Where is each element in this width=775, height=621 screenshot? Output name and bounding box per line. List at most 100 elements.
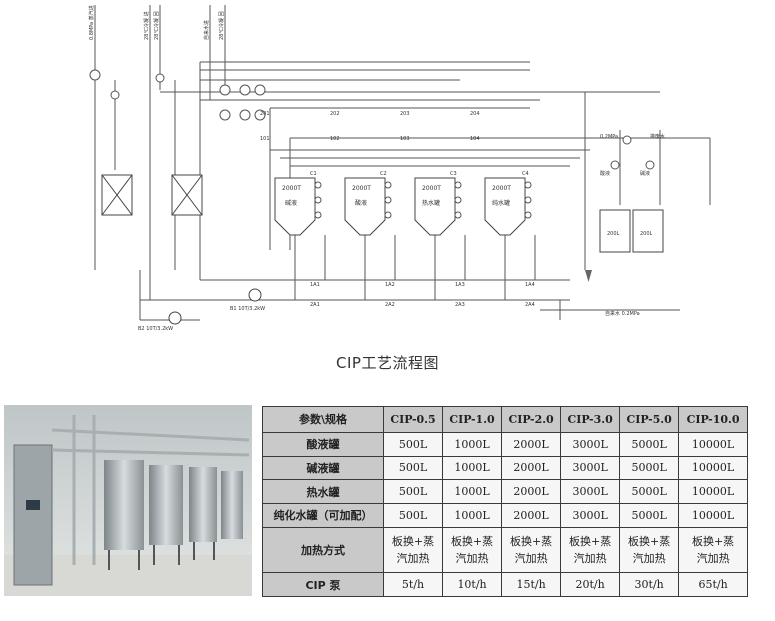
pump-b2-label: B2 10T/3.2kW [138, 326, 173, 332]
column-header: CIP-0.5 [382, 406, 444, 433]
table-cell: 板换+蒸 汽加热 [382, 526, 444, 574]
table-cell: 15t/h [501, 572, 562, 597]
table-cell: 5000L [619, 455, 680, 481]
tank-3-volume: 2000T [422, 185, 441, 192]
dosing-tank-b-volume: 200L [640, 231, 653, 237]
table-cell: 10t/h [442, 572, 503, 597]
row-header: 酸液罐 [262, 431, 384, 457]
table-cell: 500L [382, 479, 444, 505]
row-header: 热水罐 [262, 479, 384, 505]
tag-c4: C4 [522, 171, 529, 177]
tag-2a3: 2A3 [455, 302, 465, 308]
tag-1a3: 1A3 [455, 282, 465, 288]
table-row: 热水罐 500L 1000L 2000L 3000L 5000L 10000L [262, 479, 748, 505]
tag-1a4: 1A4 [525, 282, 535, 288]
tag-202: 202 [330, 111, 340, 117]
table-header-row: 参数\规格 CIP-0.5 CIP-1.0 CIP-2.0 CIP-3.0 CI… [262, 406, 748, 433]
table-cell: 30t/h [619, 572, 680, 597]
tank-1: 2000T 碱液 [274, 177, 316, 236]
inlet-label-3: 28℃冷凝 回 [153, 11, 160, 40]
tag-201: 201 [260, 111, 270, 117]
column-header: CIP-1.0 [442, 406, 503, 433]
tank-1-volume: 2000T [282, 185, 301, 192]
inlet-label-2: 28℃冷凝 进 [143, 11, 150, 40]
diagram-caption: CIP工艺流程图 [336, 354, 439, 372]
inlet-label-5: 28℃冷凝 回 [218, 11, 225, 40]
table-cell: 500L [382, 431, 444, 457]
table-cell: 3000L [560, 431, 621, 457]
table-cell: 板换+蒸 汽加热 [442, 526, 503, 574]
table-cell: 2000L [501, 503, 562, 528]
pump-b1: B1 10T/3.2kW [230, 288, 265, 312]
tank-4-name: 纯水罐 [492, 199, 510, 207]
tag-104: 104 [470, 136, 480, 142]
column-header: CIP-3.0 [560, 406, 621, 433]
tag-c1: C1 [310, 171, 317, 177]
table-cell: 500L [382, 455, 444, 481]
table-row: 酸液罐 500L 1000L 2000L 3000L 5000L 10000L [262, 431, 748, 457]
table-cell: 1000L [442, 503, 503, 528]
table-row: CIP 泵 5t/h 10t/h 15t/h 20t/h 30t/h 65t/h [262, 572, 748, 597]
tank-4: 2000T 纯水罐 [484, 177, 526, 236]
table-cell: 2000L [501, 431, 562, 457]
table-cell: 10000L [678, 479, 748, 505]
column-header: CIP-2.0 [501, 406, 562, 433]
table-cell: 10000L [678, 455, 748, 481]
column-header: CIP-5.0 [619, 406, 680, 433]
tag-103: 103 [400, 136, 410, 142]
table-cell: 10000L [678, 431, 748, 457]
row-header: CIP 泵 [262, 572, 384, 597]
column-header: CIP-10.0 [678, 406, 748, 433]
table-cell: 板换+蒸 汽加热 [619, 526, 680, 574]
table-cell: 1000L [442, 455, 503, 481]
tag-102: 102 [330, 136, 340, 142]
tank-2-name: 酸液 [355, 199, 367, 207]
tag-2a2: 2A2 [385, 302, 395, 308]
table-cell: 5000L [619, 431, 680, 457]
water-pressure-label: 0.2MPa [600, 134, 618, 140]
dosing-unit: 200L 200L 酸液 碱液 [599, 170, 664, 253]
inlet-label-1: 0.8MPa 蒸汽进 [88, 5, 95, 40]
pump-b2: B2 10T/3.2kW [138, 311, 182, 332]
table-cell: 1000L [442, 431, 503, 457]
table-cell: 2000L [501, 455, 562, 481]
tag-2a4: 2A4 [525, 302, 535, 308]
table-cell: 5000L [619, 479, 680, 505]
column-header: 参数\规格 [262, 406, 384, 433]
tag-203: 203 [400, 111, 410, 117]
row-header: 纯化水罐（可加配） [262, 503, 384, 528]
inlet-label-4: 自来水进 [203, 20, 210, 40]
equipment-photo [4, 405, 252, 596]
table-cell: 10000L [678, 503, 748, 528]
table-cell: 板换+蒸 汽加热 [678, 526, 748, 574]
table-cell: 5t/h [382, 572, 444, 597]
supply-water-label: 自来水 0.2MPa [605, 310, 640, 317]
pump-b1-label: B1 10T/3.2kW [230, 306, 265, 312]
table-cell: 500L [382, 503, 444, 528]
cip-process-flow-diagram: 2000T 碱液 2000T 酸液 2000T 热水罐 2000T 纯水罐 C1… [88, 5, 711, 332]
table-cell: 1000L [442, 479, 503, 505]
tag-204: 204 [470, 111, 480, 117]
table-cell: 5000L [619, 503, 680, 528]
table-cell: 3000L [560, 503, 621, 528]
tank-3: 2000T 热水罐 [414, 177, 456, 236]
table-cell: 板换+蒸 汽加热 [560, 526, 621, 574]
dosing-tank-a-volume: 200L [607, 231, 620, 237]
table-cell: 65t/h [678, 572, 748, 597]
tag-1a1: 1A1 [310, 282, 320, 288]
drain-funnel-icon [585, 270, 592, 282]
tank-2: 2000T 酸液 [344, 177, 386, 236]
table-row: 加热方式 板换+蒸 汽加热 板换+蒸 汽加热 板换+蒸 汽加热 板换+蒸 汽加热… [262, 526, 748, 574]
tank-1-name: 碱液 [285, 199, 297, 207]
table-row: 碱液罐 500L 1000L 2000L 3000L 5000L 10000L [262, 455, 748, 481]
table-row: 纯化水罐（可加配） 500L 1000L 2000L 3000L 5000L 1… [262, 503, 748, 528]
table-cell: 板换+蒸 汽加热 [501, 526, 562, 574]
tag-c2: C2 [380, 171, 387, 177]
row-header: 加热方式 [262, 526, 384, 574]
tag-2a1: 2A1 [310, 302, 320, 308]
tag-1a2: 1A2 [385, 282, 395, 288]
drain-label: 排废水 [650, 133, 665, 140]
tag-c3: C3 [450, 171, 457, 177]
heat-exchanger [101, 174, 203, 216]
table-cell: 3000L [560, 455, 621, 481]
